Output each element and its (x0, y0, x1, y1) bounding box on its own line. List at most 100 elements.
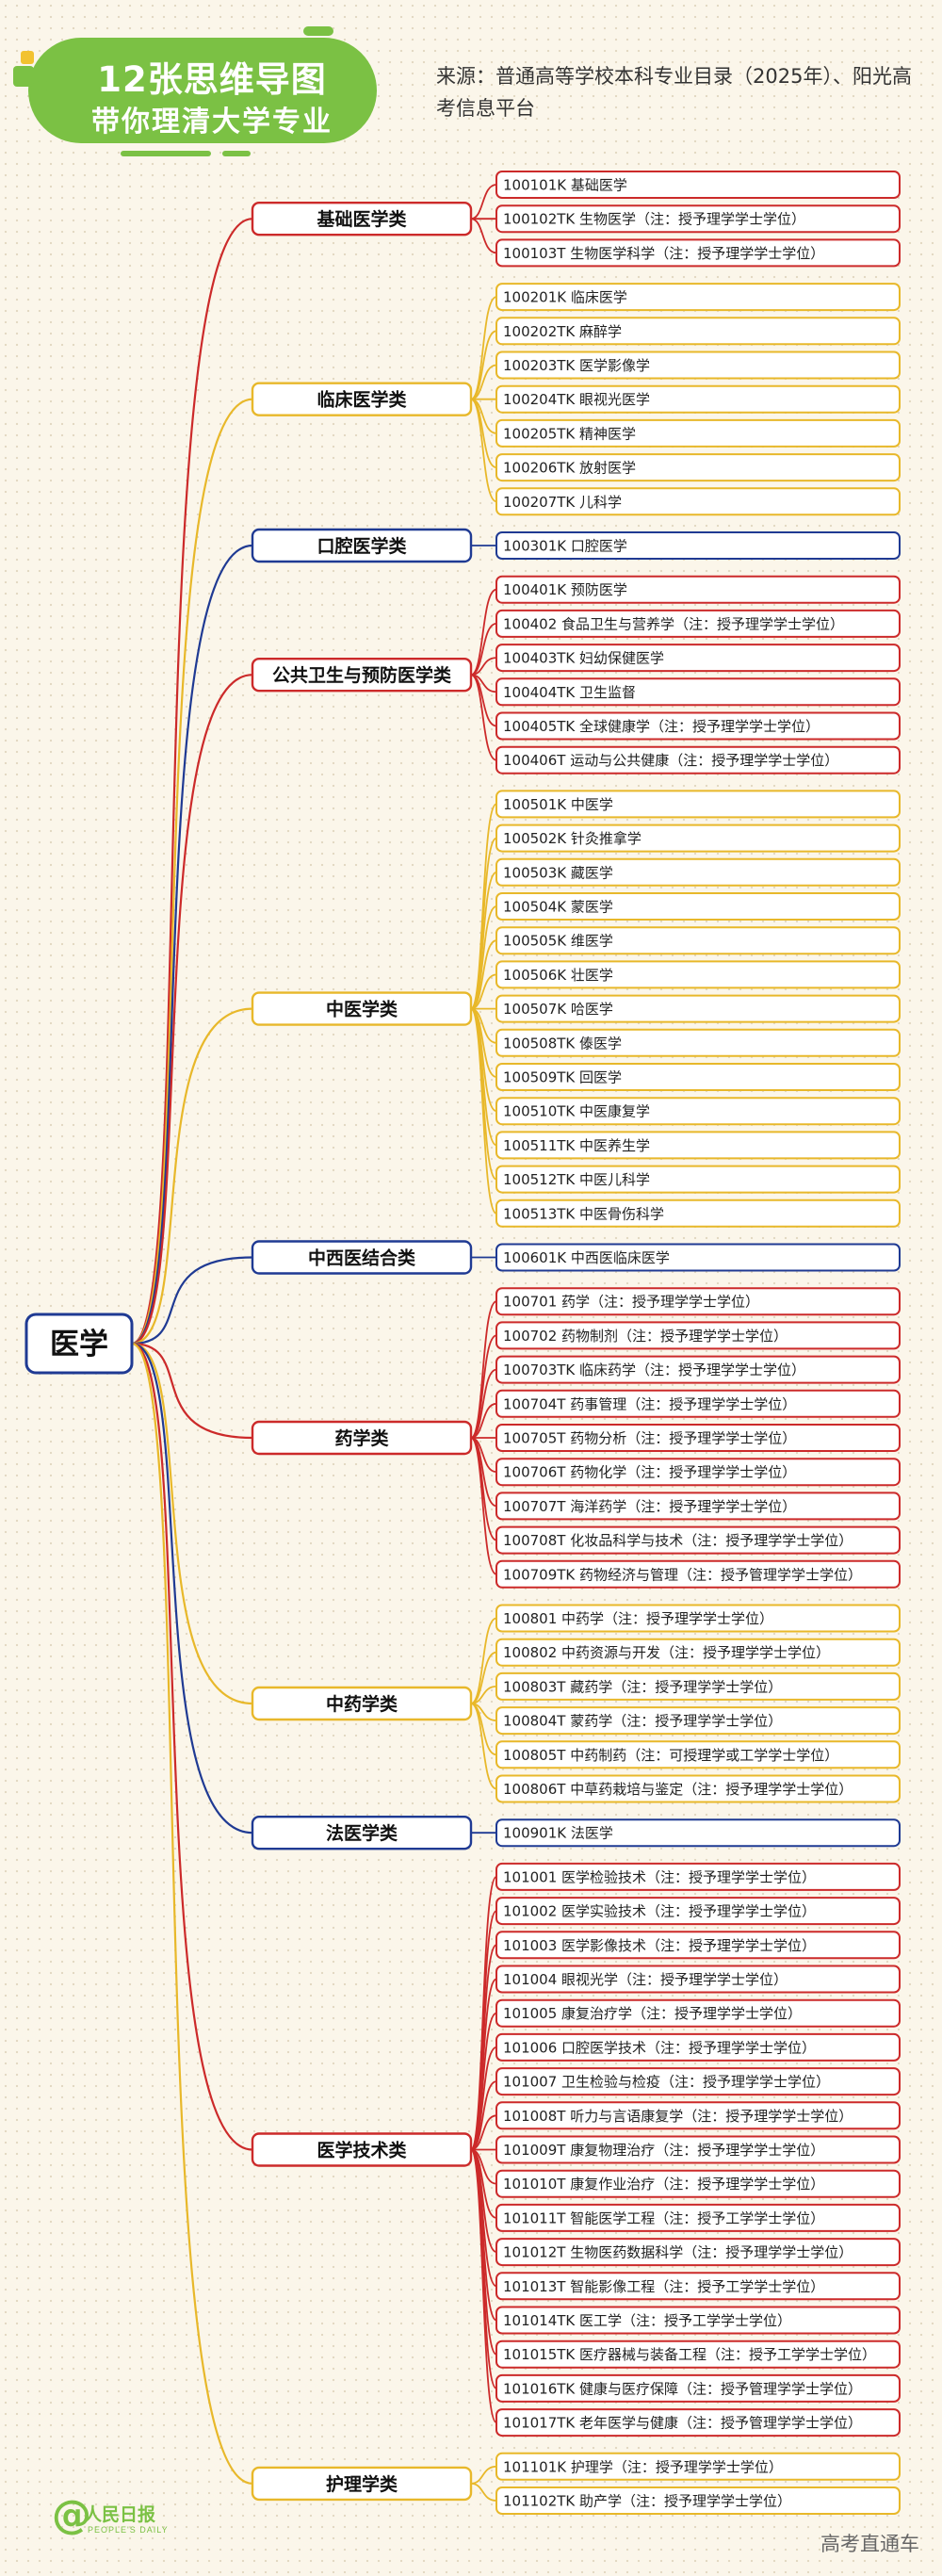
major-label: 100207TK 儿科学 (503, 494, 622, 511)
major-node: 100201K 临床医学 (495, 283, 901, 312)
category-box (251, 658, 473, 693)
major-node: 100501K 中医学 (495, 790, 901, 819)
major-box (495, 1965, 901, 1994)
major-box (495, 960, 901, 989)
major-label: 101012T 生物医药数据科学（注：授予理学学士学位） (503, 2244, 853, 2261)
category-node: 基础医学类 (251, 201, 473, 236)
major-node: 100405TK 全球健康学（注：授予理学学士学位） (495, 711, 901, 741)
major-node: 100806T 中草药栽培与鉴定（注：授予理学学士学位） (495, 1774, 901, 1803)
major-label: 100702 药物制剂（注：授予理学学士学位） (503, 1328, 788, 1345)
leaf-connector (470, 2080, 497, 2151)
major-node: 100402 食品卫生与营养学（注：授予理学学士学位） (495, 609, 901, 638)
major-box (495, 790, 901, 819)
leaf-connector (470, 330, 497, 400)
leaf-connector (470, 1007, 497, 1215)
major-node: 100803T 藏药学（注：授予理学学士学位） (495, 1671, 901, 1701)
root-box (24, 1312, 134, 1375)
root-node: 医学 (24, 1312, 134, 1375)
major-label: 101101K 护理学（注：授予理学学士学位） (503, 2458, 783, 2475)
major-box (495, 1389, 901, 1418)
major-node: 100101K 基础医学 (495, 171, 901, 199)
major-box (495, 238, 901, 268)
major-node: 100804T 蒙药学（注：授予理学学士学位） (495, 1706, 901, 1736)
category-box (251, 2466, 473, 2502)
branch-connector (131, 218, 253, 1345)
major-box (495, 575, 901, 604)
node-layer: 100101K 基础医学 100102TK 生物医学（注：授予理学学士学位） 100… (24, 171, 901, 2515)
footer-channel-name: 高考直通车 (820, 2533, 919, 2555)
branch-connector (131, 1342, 253, 1440)
major-node: 100512TK 中医儿科学 (495, 1165, 901, 1194)
major-box (495, 609, 901, 638)
major-label: 100402 食品卫生与营养学（注：授予理学学士学位） (503, 615, 844, 632)
major-label: 101017TK 老年医学与健康（注：授予管理学学士学位） (503, 2415, 862, 2432)
category-node: 公共卫生与预防医学类 (251, 658, 473, 693)
category-box (251, 1815, 473, 1850)
major-label: 101003 医学影像技术（注：授予理学学士学位） (503, 1937, 816, 1954)
category-label: 公共卫生与预防医学类 (272, 664, 451, 686)
major-label: 101013T 智能影像工程（注：授予工学学士学位） (503, 2278, 824, 2295)
major-label: 100206TK 放射医学 (503, 460, 636, 477)
leaf-connector (470, 1617, 497, 1704)
major-label: 100803T 藏药学（注：授予理学学士学位） (503, 1678, 782, 1695)
major-box (495, 1458, 901, 1487)
major-node: 101007 卫生检验与检疫（注：授予理学学士学位） (495, 2067, 901, 2096)
major-label: 100802 中药资源与开发（注：授予理学学士学位） (503, 1644, 830, 1661)
major-box (495, 2452, 901, 2481)
major-label: 100508TK 傣医学 (503, 1035, 622, 1052)
major-box (495, 351, 901, 380)
category-node: 药学类 (251, 1420, 473, 1456)
major-node: 100701 药学（注：授予理学学士学位） (495, 1287, 901, 1316)
logo-english: PEOPLE'S DAILY (88, 2525, 169, 2535)
major-box (495, 644, 901, 673)
major-node: 100406T 运动与公共健康（注：授予理学学士学位） (495, 745, 901, 774)
major-node: 101004 眼视光学（注：授予理学学士学位） (495, 1965, 901, 1994)
branch-connector (131, 398, 253, 1345)
major-box (495, 2272, 901, 2301)
major-box (495, 2032, 901, 2062)
major-box (495, 1897, 901, 1926)
major-label: 100805T 中药制药（注：可授理学或工学学士学位） (503, 1747, 838, 1764)
major-box (495, 1028, 901, 1057)
major-box (495, 2373, 901, 2403)
major-node: 100403TK 妇幼保健医学 (495, 644, 901, 673)
leaf-connector (470, 939, 497, 1010)
leaf-connector (470, 2148, 497, 2423)
major-node: 101002 医学实验技术（注：授予理学学士学位） (495, 1897, 901, 1926)
major-box (495, 204, 901, 234)
major-label: 101009T 康复物理治疗（注：授予理学学士学位） (503, 2142, 824, 2159)
leaf-connector (470, 623, 497, 677)
major-node: 100102TK 生物医学（注：授予理学学士学位） (495, 204, 901, 234)
major-label: 100512TK 中医儿科学 (503, 1171, 650, 1188)
major-node: 100205TK 精神医学 (495, 418, 901, 448)
major-label: 101014TK 医工学（注：授予工学学士学位） (503, 2312, 791, 2329)
leaf-connector (470, 184, 497, 220)
decor-square-yellow (21, 51, 34, 64)
connector-layer (131, 184, 497, 2502)
branch-connector (131, 1007, 253, 1345)
branch-connector (131, 1342, 253, 2485)
major-label: 101102TK 助产学（注：授予理学学士学位） (503, 2493, 791, 2510)
major-label: 100505K 维医学 (503, 933, 613, 950)
major-node: 100404TK 卫生监督 (495, 677, 901, 707)
category-label: 基础医学类 (316, 208, 406, 230)
major-box (495, 1131, 901, 1160)
major-node: 101017TK 老年医学与健康（注：授予管理学学士学位） (495, 2408, 901, 2437)
major-node: 100709TK 药物经济与管理（注：授予管理学学士学位） (495, 1559, 901, 1589)
major-node: 100504K 蒙医学 (495, 892, 901, 921)
major-label: 100601K 中西医临床医学 (503, 1249, 670, 1266)
major-node: 100507K 哈医学 (495, 994, 901, 1023)
major-box (495, 1243, 901, 1272)
category-box (251, 1240, 473, 1275)
major-node: 101013T 智能影像工程（注：授予工学学士学位） (495, 2272, 901, 2301)
major-label: 100205TK 精神医学 (503, 425, 636, 442)
major-node: 100705T 药物分析（注：授予理学学士学位） (495, 1424, 901, 1452)
major-box (495, 1671, 901, 1701)
major-label: 101011T 智能医学工程（注：授予工学学士学位） (503, 2209, 824, 2226)
major-box (495, 1998, 901, 2028)
decor-square-green (13, 66, 34, 87)
major-box (495, 1862, 901, 1891)
major-label: 100503K 藏医学 (503, 864, 613, 881)
major-node: 101016TK 健康与医疗保障（注：授予管理学学士学位） (495, 2373, 901, 2403)
major-label: 100706T 药物化学（注：授予理学学士学位） (503, 1464, 796, 1481)
